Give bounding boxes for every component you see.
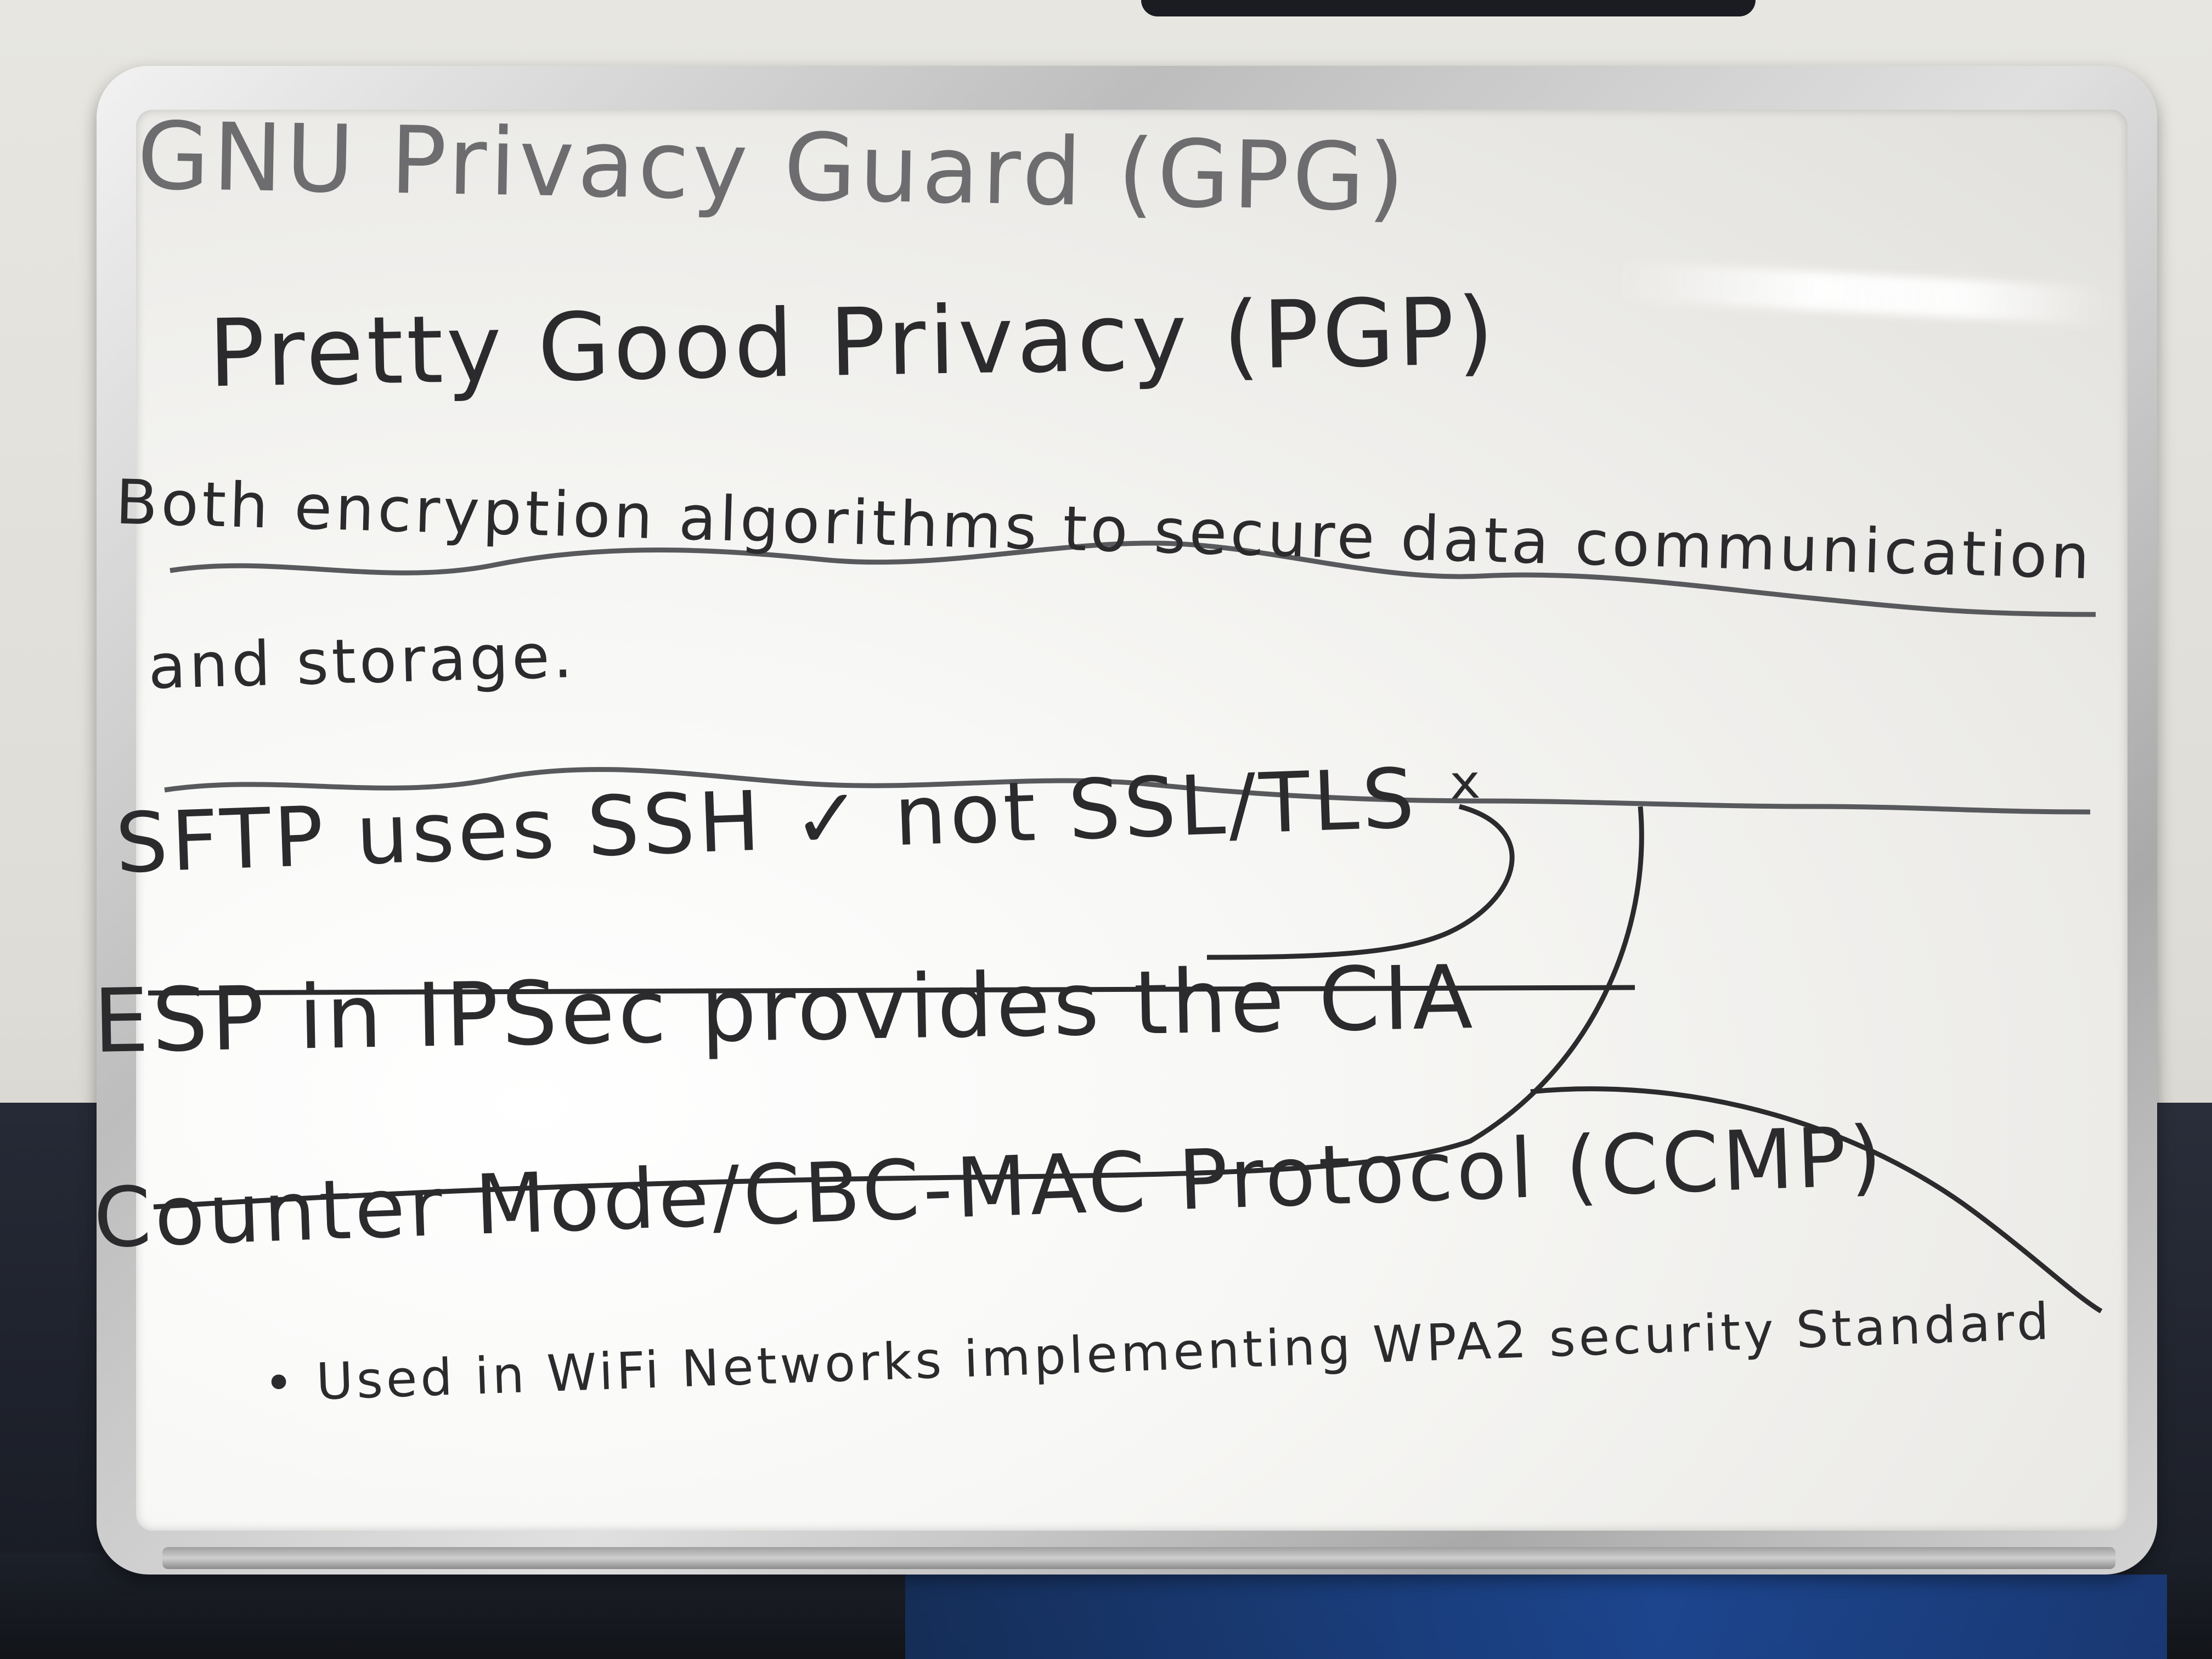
background-object: [1141, 0, 1756, 16]
blue-fabric: [905, 1575, 2167, 1659]
line-gpg: GNU Privacy Guard (GPG): [136, 101, 1409, 233]
light-glare: [1616, 261, 2112, 326]
line-pgp: Pretty Good Privacy (PGP): [207, 277, 1498, 409]
marker-tray: [162, 1547, 2115, 1569]
line-esp-ipsec: ESP in IPSec provides the CIA: [92, 946, 1477, 1073]
line-and-storage: and storage.: [147, 620, 577, 703]
